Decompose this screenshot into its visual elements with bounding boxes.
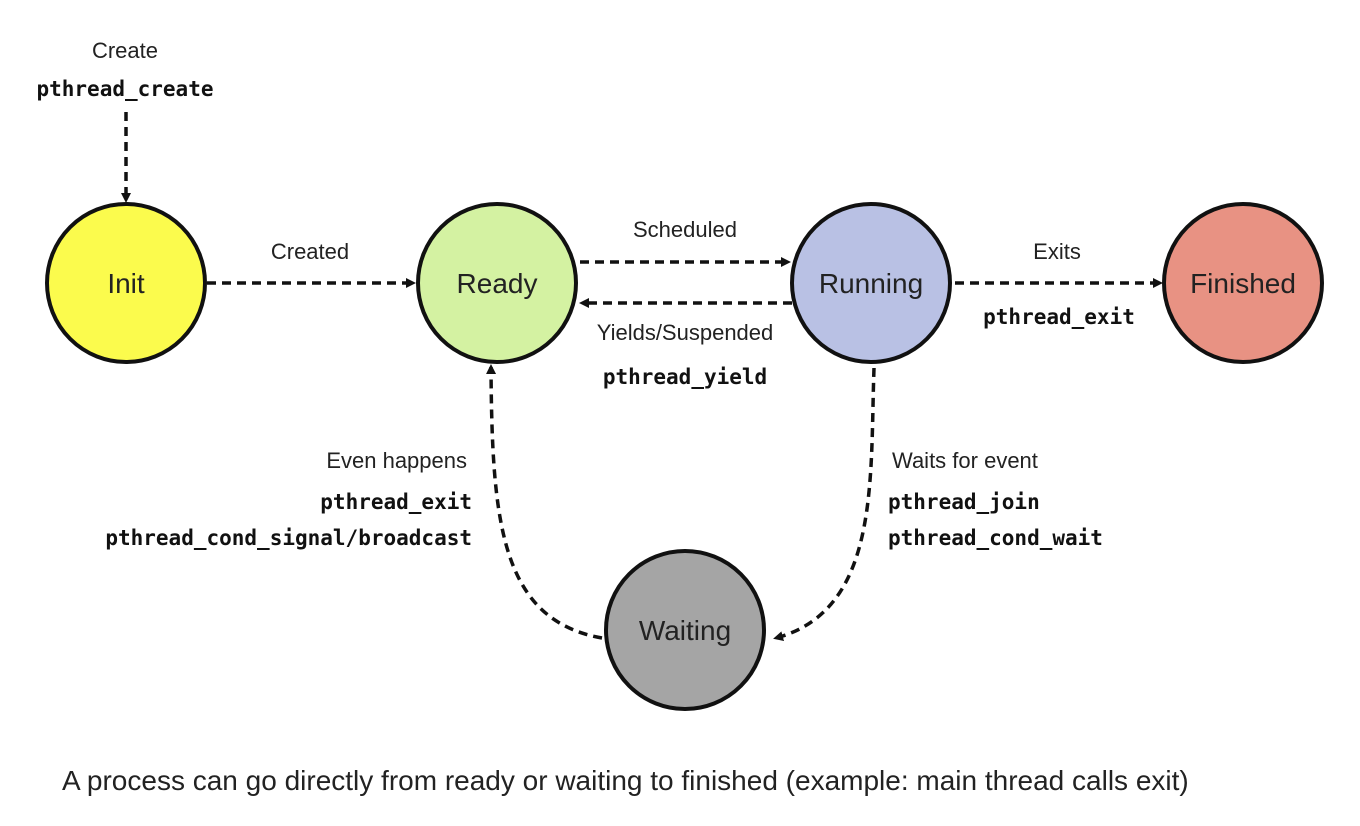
state-ready: Ready [416,202,578,364]
scheduled-label: Scheduled [633,217,737,242]
edge-event-happens [486,364,603,640]
state-ready-circle [416,202,578,364]
state-waiting: Waiting [604,549,766,711]
state-finished: Finished [1162,202,1324,364]
state-ready-label: Ready [457,268,538,299]
edge-waits [773,367,876,641]
state-running-label: Running [819,268,923,299]
create-code: pthread_create [36,77,213,101]
event-happens-code-1: pthread_exit [320,490,472,514]
event-happens-code-2: pthread_cond_signal/broadcast [105,526,472,550]
state-waiting-circle [604,549,766,711]
yields-code: pthread_yield [603,365,767,389]
waits-arrow [773,367,876,641]
state-finished-label: Finished [1190,268,1296,299]
waits-label: Waits for event [892,448,1038,473]
state-init-label: Init [107,268,145,299]
yields-label: Yields/Suspended [597,320,774,345]
waits-code-1: pthread_join [888,490,1040,514]
state-init: Init [45,202,207,364]
exits-label: Exits [1033,239,1081,264]
exits-code: pthread_exit [983,305,1135,329]
waits-code-2: pthread_cond_wait [888,526,1103,550]
event-happens-arrow [486,364,603,640]
created-label: Created [271,239,349,264]
state-running: Running [790,202,952,364]
state-finished-circle [1162,202,1324,364]
event-happens-label: Even happens [326,448,467,473]
state-waiting-label: Waiting [639,615,731,646]
create-label: Create [92,38,158,63]
state-running-circle [790,202,952,364]
footnote: A process can go directly from ready or … [62,765,1189,796]
state-init-circle [45,202,207,364]
